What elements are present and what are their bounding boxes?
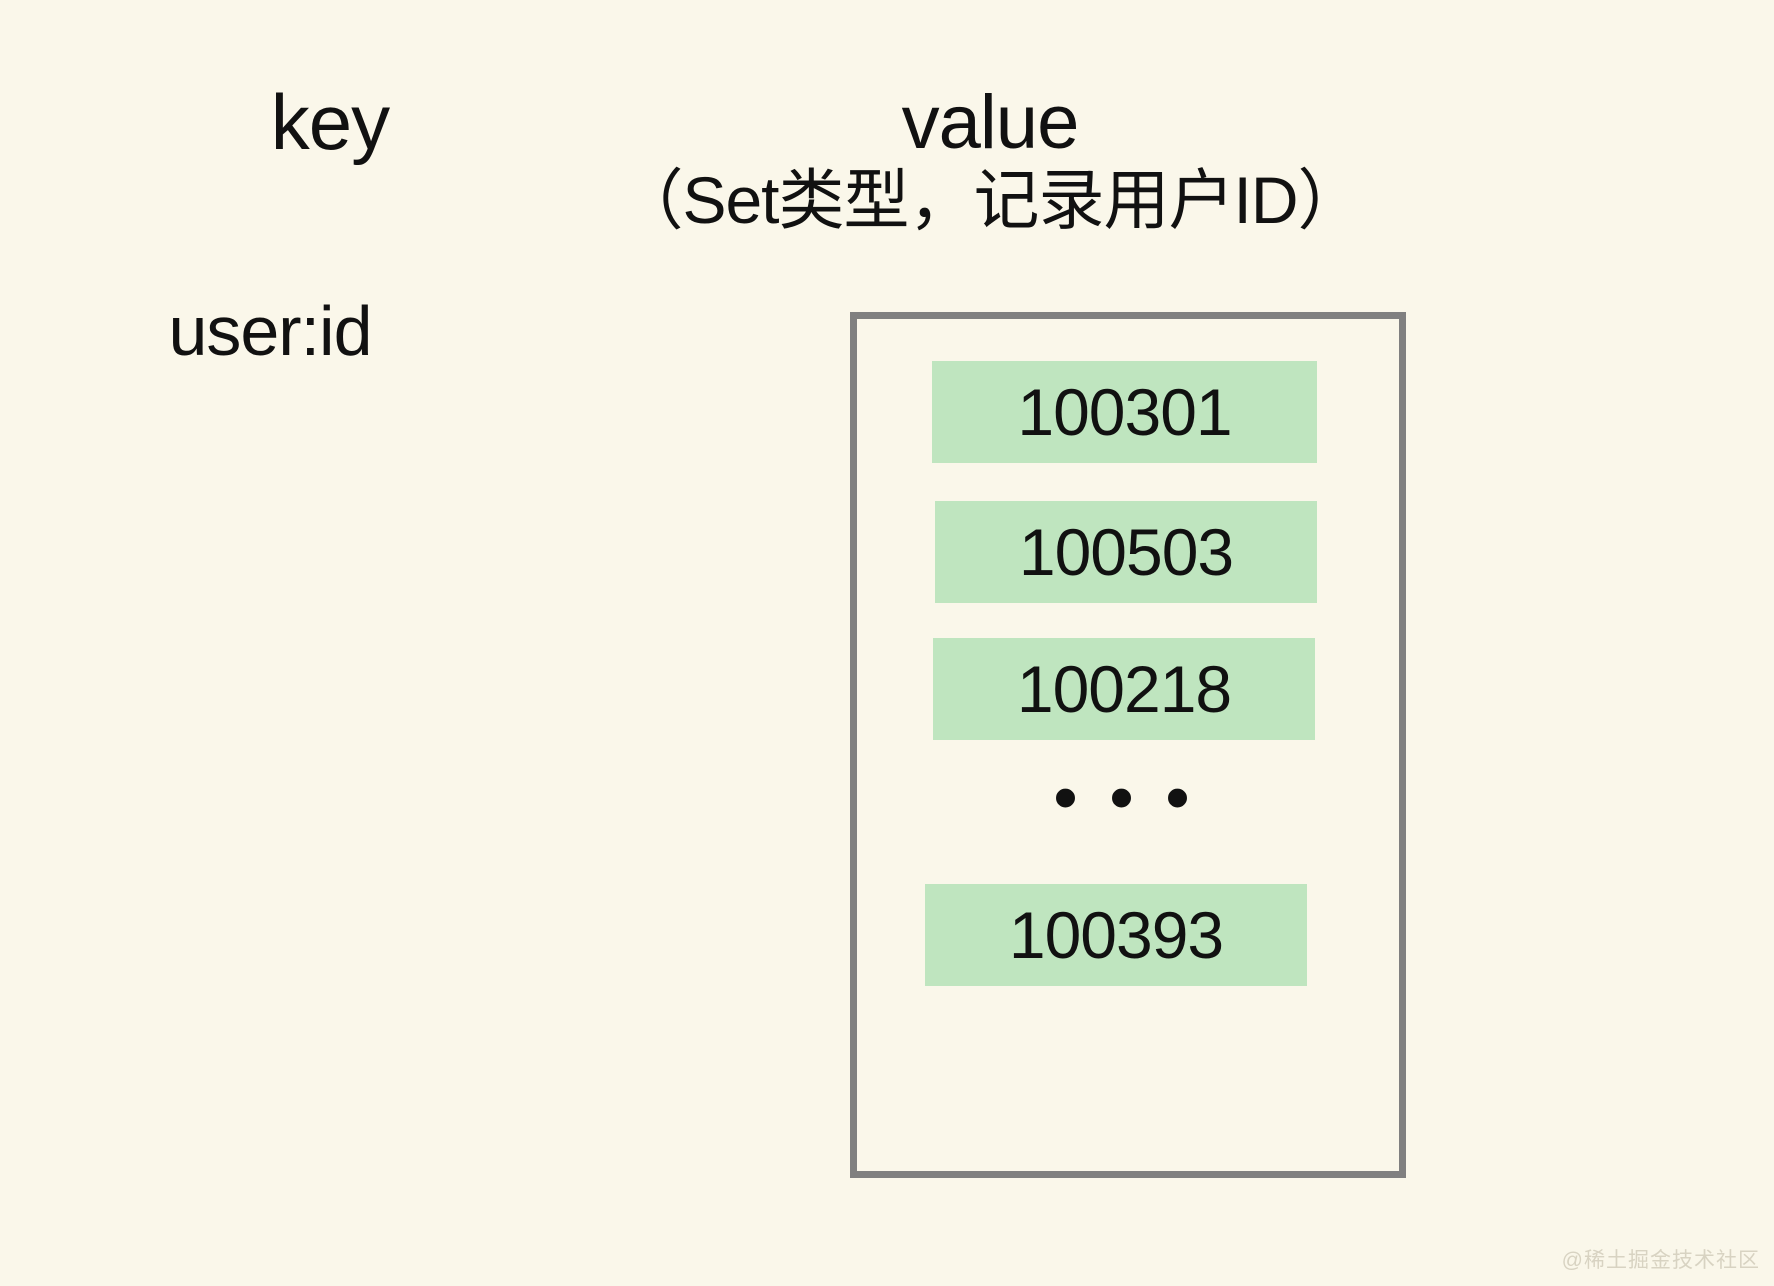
set-item: 100301: [932, 361, 1317, 463]
value-column-subtitle: （Set类型，记录用户ID）: [617, 163, 1363, 238]
value-column-header-group: value （Set类型，记录用户ID）: [600, 80, 1380, 238]
set-item: 100393: [925, 884, 1307, 986]
watermark: @稀土掘金技术社区: [1561, 1249, 1760, 1272]
set-ellipsis: • • •: [1053, 758, 1196, 836]
key-column-header: key: [270, 78, 390, 166]
set-container: 100301 100503 100218 • • • 100393: [850, 312, 1406, 1178]
value-column-header: value: [901, 80, 1080, 165]
set-item: 100218: [933, 638, 1315, 740]
set-item: 100503: [935, 501, 1317, 603]
key-column-value: user:id: [168, 292, 372, 370]
